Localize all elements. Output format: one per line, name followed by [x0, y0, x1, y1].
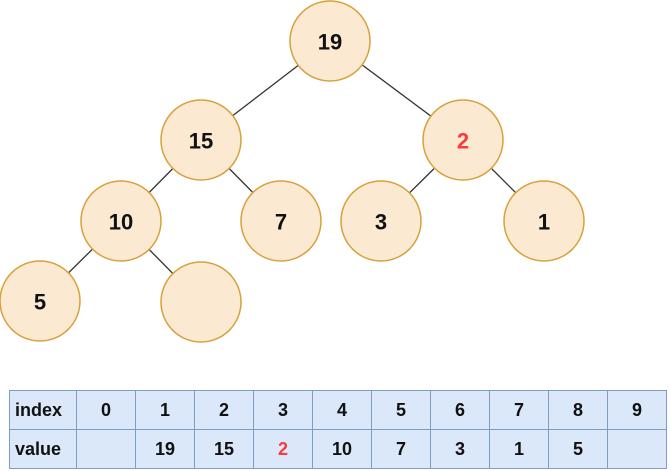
index-cell: 2	[194, 390, 254, 430]
value-cell: 7	[371, 429, 431, 469]
index-cell: 9	[607, 390, 667, 430]
index-cell: 6	[430, 390, 490, 430]
index-cell: 1	[135, 390, 195, 430]
tree-node-15: 15	[160, 99, 242, 181]
index-cell: 0	[76, 390, 136, 430]
value-cell: 10	[312, 429, 372, 469]
tree-node-10: 10	[80, 180, 162, 262]
tree-node-circle	[160, 99, 242, 181]
tree-node-circle	[422, 99, 504, 181]
tree-node-circle	[289, 0, 371, 82]
tree-node-label: 7	[275, 210, 287, 235]
tree-node-circle	[0, 260, 81, 342]
index-cell: 5	[371, 390, 431, 430]
value-cell: 2	[253, 429, 313, 469]
tree-node-2: 2	[422, 99, 504, 181]
value-cell: 5	[548, 429, 608, 469]
value-cell: 3	[430, 429, 490, 469]
tree-node-1: 1	[503, 180, 585, 262]
tree-node-3: 3	[340, 180, 422, 262]
tree-node-label: 19	[318, 30, 342, 55]
tree-node-label: 3	[375, 210, 387, 235]
value-cell	[76, 429, 136, 469]
index-row-label: index	[9, 390, 77, 430]
tree-node-label: 1	[538, 210, 550, 235]
tree-node-circle	[340, 180, 422, 262]
index-cell: 8	[548, 390, 608, 430]
index-cell: 3	[253, 390, 313, 430]
tree-node-label: 10	[109, 210, 133, 235]
tree-node-label: 5	[34, 290, 46, 315]
tree-node-7: 7	[240, 180, 322, 262]
tree-node-label: 2	[457, 129, 469, 154]
tree-node-5: 5	[0, 260, 81, 342]
tree-node-circle	[503, 180, 585, 262]
tree-node-label: 15	[189, 129, 213, 154]
tree-node-circle	[160, 261, 242, 343]
tree-node-circle	[80, 180, 162, 262]
value-cell: 1	[489, 429, 549, 469]
value-cell	[607, 429, 667, 469]
value-cell: 19	[135, 429, 195, 469]
tree-node-circle	[240, 180, 322, 262]
index-cell: 7	[489, 390, 549, 430]
tree-node-empty	[160, 261, 242, 343]
tree-node-19: 19	[289, 0, 371, 82]
index-cell: 4	[312, 390, 372, 430]
value-cell: 15	[194, 429, 254, 469]
value-row-label: value	[9, 429, 77, 469]
